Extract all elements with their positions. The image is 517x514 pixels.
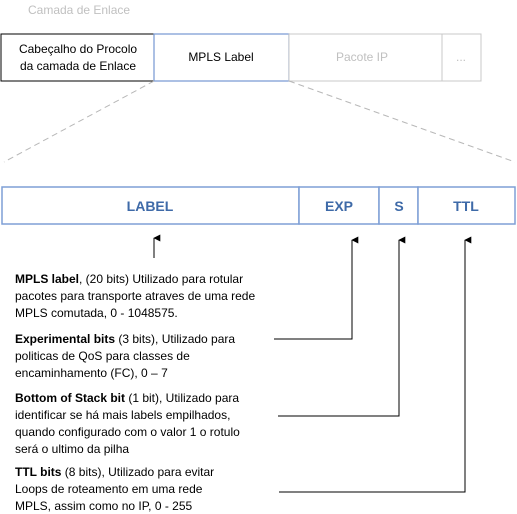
field-ttl-box [417,186,516,225]
zoom-line-left [3,80,155,163]
desc-exp-line3: encaminhamento (FC), 0 – 7 [15,366,168,380]
desc-label-line1: MPLS label, (20 bits) Utilizado para rot… [15,272,243,286]
zoom-line-right [288,80,516,163]
desc-exp-text1: (3 bits), Utilizado para [115,332,235,346]
desc-s-title: Bottom of Stack bit [15,391,125,405]
frame-row: Cabeçalho do Procolo da camada de Enlace… [0,33,482,82]
desc-label: MPLS label, (20 bits) Utilizado para rot… [15,272,255,320]
field-s-box [378,186,419,225]
field-label-text: LABEL [127,198,174,214]
layer-label: Camada de Enlace [28,3,130,17]
desc-exp-line1: Experimental bits (3 bits), Utilizado pa… [15,332,235,346]
desc-s-line4: será o ultimo da pilha [15,442,129,456]
desc-exp-line2: politicas de QoS para classes de [15,349,190,363]
field-exp-text: EXP [325,198,353,214]
frame-ip-packet-text: Pacote IP [336,50,388,64]
field-ttl-text: TTL [453,198,479,214]
desc-s-line1: Bottom of Stack bit (1 bit), Utilizado p… [15,391,239,405]
frame-mpls-label-text: MPLS Label [188,50,253,64]
frame-header-line2: da camada de Enlace [20,59,136,73]
frame-ellipsis-text: ... [456,50,466,64]
frame-ip-packet-box [288,33,443,82]
desc-s: Bottom of Stack bit (1 bit), Utilizado p… [15,391,240,456]
frame-ellipsis-box [441,33,482,82]
field-label-box [1,186,300,225]
s-connector-arrow [278,236,406,417]
frame-header-line1: Cabeçalho do Procolo [19,42,137,56]
desc-ttl: TTL bits (8 bits), Utilizado para evitar… [15,465,214,513]
ttl-connector-arrow [279,236,472,493]
desc-label-line3: MPLS comutada, 0 - 1048575. [15,306,178,320]
frame-mpls-label-box [153,33,290,82]
desc-ttl-line1: TTL bits (8 bits), Utilizado para evitar [15,465,214,479]
desc-label-line2: pacotes para transporte atraves de uma r… [15,289,255,303]
field-s-text: S [394,198,403,214]
desc-s-line2: identificar se há mais labels empilhados… [15,408,230,422]
desc-s-line3: quando configurado com o valor 1 o rotul… [15,425,240,439]
desc-ttl-line3: MPLS, assim como no IP, 0 - 255 [15,499,193,513]
desc-ttl-line2: Loops de roteamento em uma rede [15,482,203,496]
desc-label-title: MPLS label [15,272,79,286]
desc-label-text1: , (20 bits) Utilizado para rotular [79,272,243,286]
field-exp-box [298,186,380,225]
desc-ttl-title: TTL bits [15,465,62,479]
desc-s-text1: (1 bit), Utilizado para [125,391,239,405]
desc-exp: Experimental bits (3 bits), Utilizado pa… [15,332,235,380]
exp-connector-arrow [274,236,359,340]
field-row: LABEL EXP S TTL [1,186,516,225]
desc-ttl-text1: (8 bits), Utilizado para evitar [61,465,214,479]
desc-exp-title: Experimental bits [15,332,115,346]
frame-header-box [0,33,155,82]
